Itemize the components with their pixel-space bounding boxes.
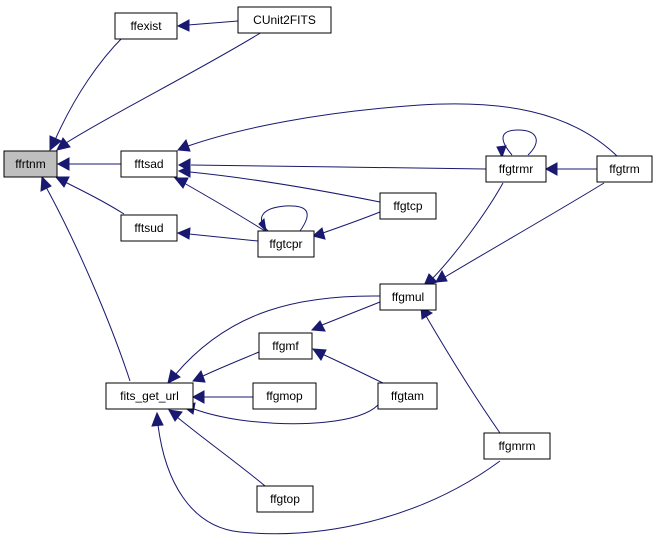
- node-cunit2fits[interactable]: CUnit2FITS: [237, 6, 332, 34]
- arrowhead-ffgtrm-fftsad: [177, 138, 191, 152]
- edge-ffgmrm-ffgmul: [425, 315, 501, 434]
- arrowhead-cunit2fits-ffexist: [176, 19, 190, 32]
- edge-ffgmf-fitsgeturl: [202, 351, 260, 377]
- edge-cunit2fits-ffexist: [187, 20, 239, 26]
- node-ffgtrmr-label: ffgtrmr: [499, 162, 533, 176]
- edge-ffgmrm-fitsgeturl: [157, 424, 501, 535]
- edge-ffexist-ffrtnm: [54, 36, 124, 141]
- edge-ffgtrmr-self: [502, 129, 537, 156]
- node-fftsud-label: fftsud: [134, 221, 163, 235]
- edge-ffgtrmr-fftsad: [190, 164, 487, 170]
- edge-cunit2fits-ffrtnm: [65, 31, 263, 144]
- arrowhead-ffgtcp-fftsad: [177, 165, 191, 178]
- edge-ffgtcpr-fftsud: [188, 233, 259, 242]
- edge-ffgtam-ffgmf: [321, 353, 386, 385]
- arrowhead-ffgmrm-fitsgeturl: [151, 411, 164, 427]
- node-ffgmrm-label: ffgmrm: [498, 439, 535, 453]
- node-ffrtnm[interactable]: ffrtnm: [3, 150, 58, 178]
- arrowhead-ffgtrmr-self: [496, 145, 507, 159]
- arrowhead-ffgmf-fitsgeturl: [192, 369, 206, 383]
- node-ffexist-label: ffexist: [130, 19, 162, 33]
- node-ffgtcp-label: ffgtcp: [393, 199, 422, 213]
- node-fftsud[interactable]: fftsud: [120, 214, 178, 242]
- node-ffexist[interactable]: ffexist: [114, 12, 178, 40]
- arrowhead-ffgtrm-ffgtrmr: [544, 162, 558, 176]
- node-ffgmrm[interactable]: ffgmrm: [483, 432, 551, 460]
- edge-ffgtcp-ffgtcpr: [319, 211, 381, 235]
- node-ffgmf[interactable]: ffgmf: [258, 332, 313, 360]
- node-ffgtop-label: ffgtop: [270, 492, 300, 506]
- arrowhead-ffgtrm-ffgmul: [435, 269, 448, 283]
- node-ffgmf-label: ffgmf: [272, 339, 299, 353]
- edge-ffgtcp-fftsad: [189, 171, 381, 203]
- edge-ffgtam-fitsgeturl: [193, 404, 379, 425]
- edge-fitsgeturl-ffrtnm: [45, 186, 131, 382]
- arrowhead-ffgmul-fitsgeturl: [167, 369, 181, 384]
- arrowhead-fitsgeturl-ffrtnm: [40, 175, 52, 192]
- edge-ffgtop-fitsgeturl: [176, 416, 266, 487]
- edge-fftsud-ffrtnm: [64, 181, 125, 215]
- edge-ffgtcpr-fftsad: [183, 182, 269, 234]
- node-ffgmul[interactable]: ffgmul: [379, 283, 437, 311]
- edge-ffgmul-ffgmf: [321, 301, 381, 326]
- arrowhead-ffgtcpr-fftsad: [173, 177, 189, 189]
- node-ffgtcpr[interactable]: ffgtcpr: [257, 230, 315, 258]
- edge-ffgtrmr-ffgmul: [431, 182, 504, 280]
- node-ffgtam-label: ffgtam: [391, 389, 424, 403]
- arrowhead-ffgmop-fitsgeturl: [191, 390, 205, 404]
- arrowhead-ffgmul-ffgmf: [310, 320, 326, 332]
- node-ffrtnm-label: ffrtnm: [15, 157, 45, 171]
- node-fftsad-label: fftsad: [134, 157, 163, 171]
- node-ffgtrmr[interactable]: ffgtrmr: [485, 155, 547, 183]
- node-fits-get-url[interactable]: fits_get_url: [105, 382, 194, 410]
- arrowhead-ffexist-ffrtnm: [49, 135, 62, 152]
- node-ffgmop-label: ffgmop: [266, 389, 303, 403]
- nodes: ffrtnm ffexist CUnit2FITS fftsad ffgtrmr…: [3, 6, 653, 513]
- arrowhead-fftsad-ffrtnm: [56, 157, 70, 171]
- node-ffgmul-label: ffgmul: [392, 290, 424, 304]
- arrowhead-ffgtcp-ffgtcpr: [311, 227, 326, 240]
- edge-ffgtrm-fftsad: [187, 103, 619, 158]
- node-fits-get-url-label: fits_get_url: [120, 389, 179, 403]
- arrowhead-cunit2fits-ffrtnm: [56, 137, 71, 151]
- arrowhead-ffgtcpr-self: [258, 217, 267, 233]
- edge-ffgtcpr-self: [261, 205, 308, 232]
- arrowhead-ffgtop-fitsgeturl: [168, 409, 183, 422]
- edge-ffgmul-fitsgeturl: [174, 295, 381, 376]
- node-ffgmop[interactable]: ffgmop: [252, 382, 317, 410]
- node-ffgtrm[interactable]: ffgtrm: [596, 155, 653, 183]
- node-cunit2fits-label: CUnit2FITS: [253, 13, 316, 27]
- node-ffgtcpr-label: ffgtcpr: [269, 237, 302, 251]
- node-fftsad[interactable]: fftsad: [120, 150, 178, 178]
- node-ffgtam[interactable]: ffgtam: [377, 382, 438, 410]
- arrowhead-ffgtcpr-fftsud: [176, 227, 191, 240]
- edge-ffgtrm-ffgmul: [444, 182, 605, 278]
- arrowhead-fftsud-ffrtnm: [54, 176, 70, 188]
- node-ffgtrm-label: ffgtrm: [609, 162, 639, 176]
- node-ffgtop[interactable]: ffgtop: [256, 485, 314, 513]
- node-ffgtcp[interactable]: ffgtcp: [379, 192, 437, 220]
- edges: [40, 19, 619, 535]
- arrowhead-ffgtam-ffgmf: [311, 348, 327, 361]
